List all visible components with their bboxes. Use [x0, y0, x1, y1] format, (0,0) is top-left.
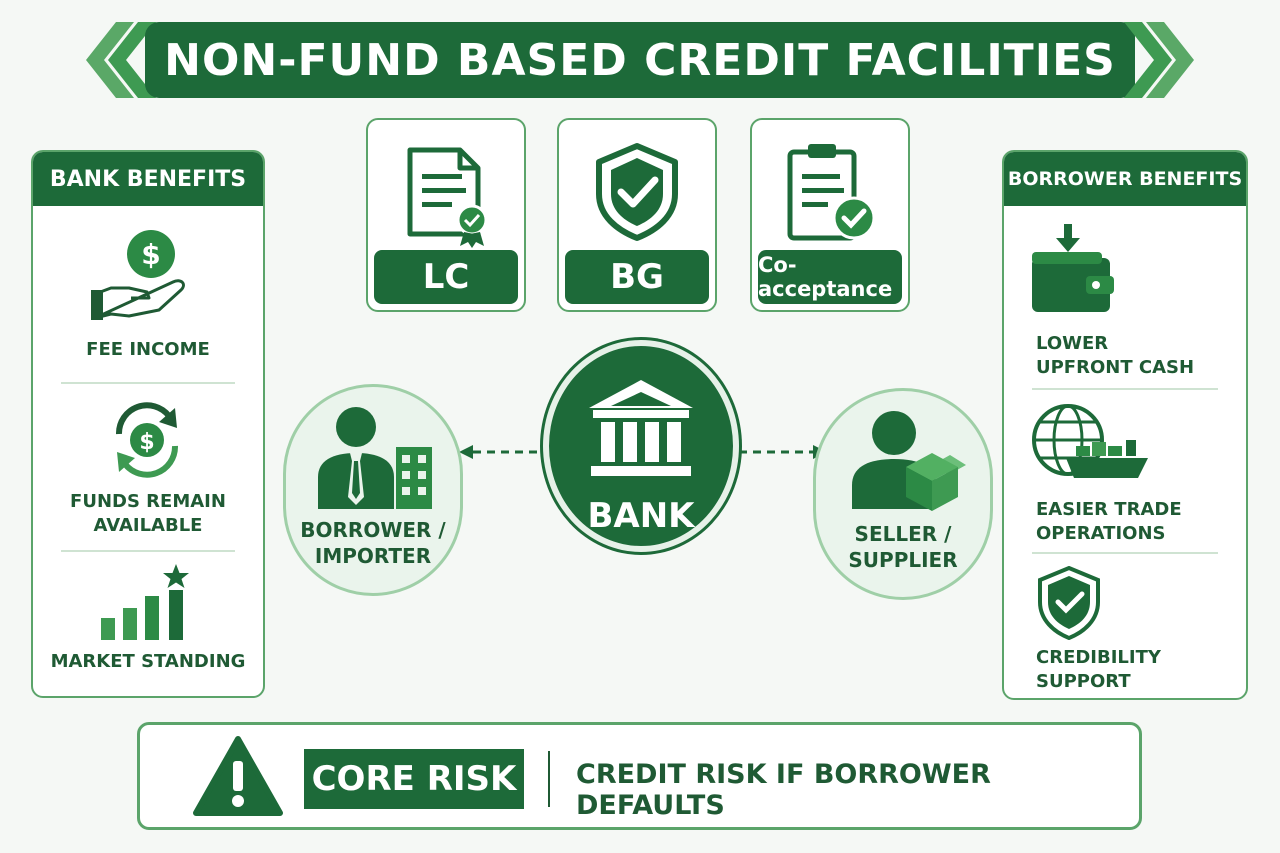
bank-building-icon [589, 380, 693, 476]
lower-upfront-cash-label: LOWER UPFRONT CASH [1036, 333, 1195, 378]
svg-text:$: $ [139, 430, 154, 455]
lc-card: LC [366, 118, 526, 312]
bank-node: BANK [543, 340, 739, 552]
borrower-benefits-heading: BORROWER BENEFITS [1004, 152, 1246, 206]
globe-ship-icon [1032, 404, 1148, 478]
core-risk-badge: CORE RISK [304, 749, 524, 809]
seller-supplier-node: SELLER / SUPPLIER [813, 388, 993, 600]
shield-check-icon [596, 143, 678, 241]
seller-box-icon [852, 411, 966, 511]
title-banner: NON-FUND BASED CREDIT FACILITIES [145, 22, 1135, 98]
bg-card: BG [557, 118, 717, 312]
certificate-document-icon [407, 147, 488, 248]
seller-supplier-label: SELLER / SUPPLIER [848, 522, 958, 572]
right-chevron-icon [1124, 22, 1194, 98]
bank-benefits-panel: BANK BENEFITS $ FEE INCOME $ FUNDS REMAI… [31, 150, 265, 698]
clipboard-check-icon [787, 144, 876, 241]
co-acceptance-card: Co-acceptance [750, 118, 910, 312]
bar-chart-star-icon [101, 564, 189, 640]
arrow-bank-to-borrower-icon [459, 445, 547, 459]
easier-trade-label: EASIER TRADE OPERATIONS [1036, 499, 1182, 544]
left-chevron-icon [86, 22, 156, 98]
warning-icon [193, 736, 283, 816]
funds-remain-label: FUNDS REMAIN AVAILABLE [70, 491, 226, 536]
market-standing-label: MARKET STANDING [50, 651, 246, 672]
page-title: NON-FUND BASED CREDIT FACILITIES [164, 34, 1116, 86]
borrower-importer-label: BORROWER / IMPORTER [300, 518, 446, 568]
shield-check-icon [1038, 566, 1100, 640]
cycle-dollar-icon: $ [115, 402, 179, 478]
core-risk-text: CREDIT RISK IF BORROWER DEFAULTS [576, 759, 991, 821]
svg-text:$: $ [141, 238, 160, 271]
bg-label: BG [565, 250, 709, 304]
fee-income-label: FEE INCOME [86, 339, 210, 360]
divider [548, 751, 550, 807]
credibility-support-label: CREDIBILITY SUPPORT [1036, 647, 1161, 692]
borrower-importer-node: BORROWER / IMPORTER [283, 384, 463, 596]
bank-label: BANK [587, 496, 695, 536]
co-acceptance-label: Co-acceptance [758, 250, 902, 304]
hand-dollar-icon: $ [91, 230, 185, 320]
wallet-icon [1032, 224, 1114, 312]
divider [1032, 552, 1218, 554]
core-risk-bar: CORE RISK CREDIT RISK IF BORROWER DEFAUL… [137, 722, 1142, 830]
lc-label: LC [374, 250, 518, 304]
divider [61, 382, 235, 384]
divider [1032, 388, 1218, 390]
bank-benefits-heading: BANK BENEFITS [33, 152, 263, 206]
borrower-benefits-panel: BORROWER BENEFITS LOWER UPFRONT CASH EAS… [1002, 150, 1248, 700]
divider [61, 550, 235, 552]
businessman-building-icon [318, 407, 432, 509]
